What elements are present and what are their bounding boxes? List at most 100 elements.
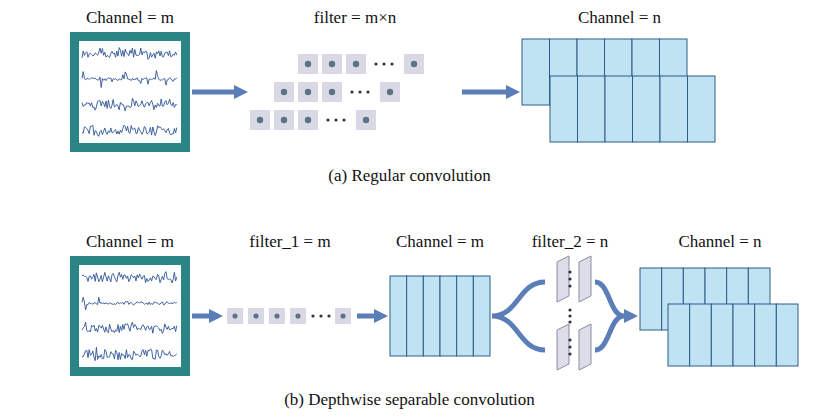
ellipsis-dot: [568, 352, 571, 355]
figure-caption: (b) Depthwise separable convolution: [0, 390, 819, 410]
row-drawing: [225, 256, 355, 376]
kernel-cell: [274, 82, 294, 102]
kernel-cell: [274, 110, 294, 130]
ellipsis-dot: [327, 314, 330, 317]
grid-block: filter = m×n: [250, 8, 460, 152]
kernel-dot: [295, 313, 300, 318]
bar-figure: [390, 256, 490, 376]
channel-heading: Channel = m: [65, 8, 195, 28]
feature-map-cell: [390, 276, 407, 356]
feature-map-cell: [633, 76, 661, 142]
stackA-block: Channel = n: [522, 8, 717, 152]
ellipsis-dot: [568, 270, 571, 273]
kernel-dot: [387, 89, 393, 95]
bar-drawing: [390, 256, 490, 376]
signal-block: Channel = m: [65, 8, 195, 152]
kernel-dot: [232, 313, 237, 318]
kernel-dot: [274, 313, 279, 318]
waveform: [82, 297, 177, 310]
feature-map-cell: [640, 268, 662, 330]
kernel-cell: [290, 308, 306, 324]
kernel-cell: [346, 54, 366, 74]
signal-figure: [70, 256, 190, 376]
ellipsis-dot: [568, 338, 571, 341]
feature-map-cell: [457, 276, 474, 356]
ellipsis-dot: [358, 90, 361, 93]
kernel-cell: [298, 110, 318, 130]
flow-arrow: [357, 314, 382, 319]
kernel-cell: [322, 54, 342, 74]
feature-map-cell: [550, 76, 578, 142]
kernel-dot: [340, 313, 345, 318]
signal-drawing: [70, 32, 190, 152]
channel-heading: filter_1 = m: [225, 232, 355, 252]
channel-heading: filter_2 = n: [520, 232, 620, 252]
ellipsis-dot: [326, 118, 329, 121]
feature-map-cell: [522, 39, 550, 105]
stackB-figure: [640, 256, 800, 376]
channel-heading: filter = m×n: [250, 8, 460, 28]
waveform: [82, 347, 177, 360]
filters-drawing: [547, 256, 593, 376]
signal-frame: [70, 32, 190, 152]
channel-heading: Channel = m: [385, 232, 495, 252]
kernel-cell: [227, 308, 243, 324]
ellipsis-dot: [568, 314, 571, 317]
feature-map-cell: [733, 304, 755, 366]
kernel-dot: [281, 117, 287, 123]
flow-arrow: [595, 282, 632, 350]
filter-plane: [557, 324, 569, 370]
signal-block: Channel = m: [65, 232, 195, 376]
ellipsis-dot: [366, 90, 369, 93]
waveform: [82, 272, 177, 283]
row-block: filter_1 = m: [225, 232, 355, 376]
channel-heading: Channel = n: [522, 8, 717, 28]
kernel-cell: [356, 110, 376, 130]
feature-map-cell: [668, 304, 690, 366]
kernel-cell: [248, 308, 264, 324]
feature-map-cell: [776, 304, 798, 366]
feature-map-cell: [755, 304, 777, 366]
feature-map-cell: [423, 276, 440, 356]
flow-arrow: [192, 314, 217, 319]
row-figure: [225, 256, 355, 376]
kernel-dot: [363, 117, 369, 123]
kernel-dot: [305, 89, 311, 95]
flow-arrow: [192, 90, 242, 95]
ellipsis-dot: [374, 62, 377, 65]
kernel-dot: [253, 313, 258, 318]
ellipsis-dot: [568, 308, 571, 311]
kernel-dot: [305, 117, 311, 123]
filters-figure: [547, 256, 593, 376]
stackB-drawing: [640, 256, 800, 376]
feature-map-cell: [407, 276, 424, 356]
ellipsis-dot: [342, 118, 345, 121]
signal-figure: [70, 32, 190, 152]
ellipsis-dot: [568, 345, 571, 348]
feature-map-cell: [605, 76, 633, 142]
feature-map-cell: [660, 76, 688, 142]
waveform: [82, 98, 177, 111]
bar-block: Channel = m: [385, 232, 495, 376]
feature-map-cell: [711, 304, 733, 366]
filter-plane: [579, 324, 591, 370]
grid-figure: [250, 32, 460, 152]
feature-map-cell: [440, 276, 457, 356]
ellipsis-dot: [382, 62, 385, 65]
kernel-cell: [380, 82, 400, 102]
kernel-dot: [411, 61, 417, 67]
signal-drawing: [70, 256, 190, 376]
waveform: [82, 71, 177, 88]
signal-panel: [79, 41, 181, 143]
signal-panel: [79, 265, 181, 367]
channel-heading: Channel = n: [635, 232, 805, 252]
ellipsis-dot: [568, 277, 571, 280]
stackA-figure: [522, 32, 717, 152]
grid-drawing: [250, 32, 460, 152]
waveform: [82, 125, 177, 136]
kernel-dot: [329, 89, 335, 95]
kernel-cell: [322, 82, 342, 102]
kernel-cell: [269, 308, 285, 324]
ellipsis-dot: [568, 284, 571, 287]
channel-heading: Channel = m: [65, 232, 195, 252]
